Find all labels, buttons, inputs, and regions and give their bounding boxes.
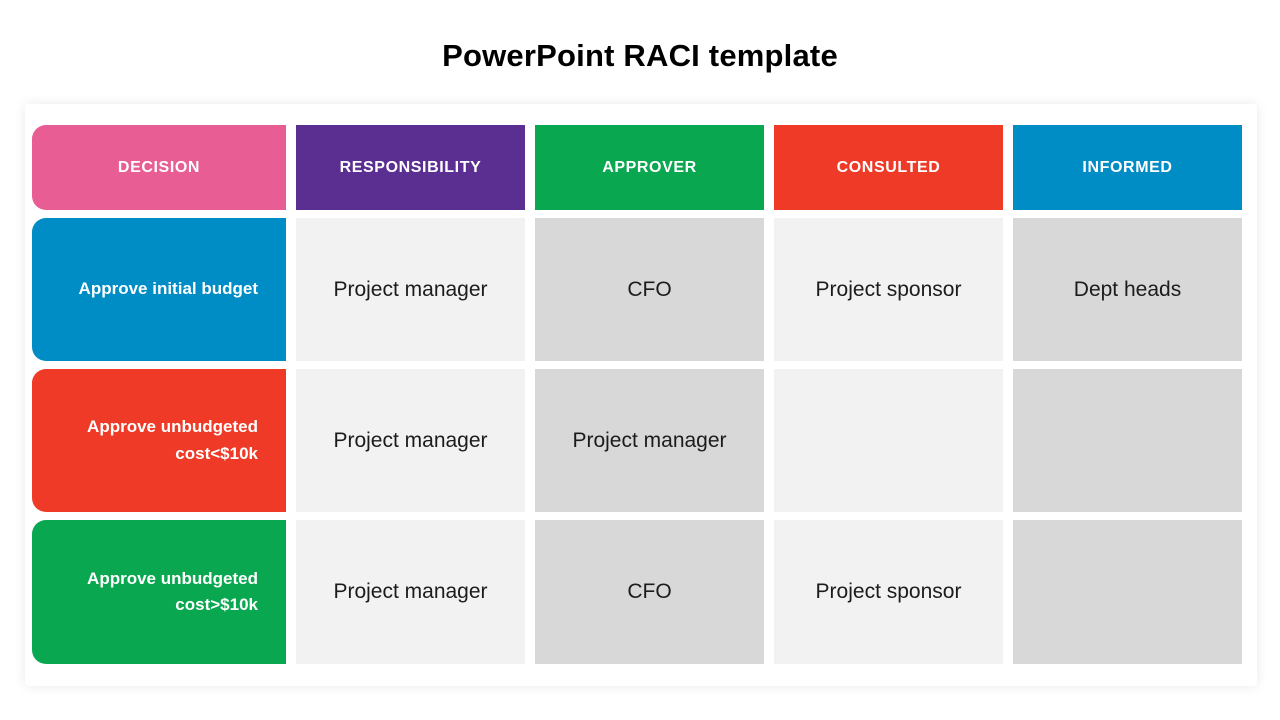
table-cell-row1-approver: CFO [535,218,764,361]
table-cell-row3-informed [1013,520,1242,664]
column-header-responsibility: RESPONSIBILITY [296,125,525,210]
page-title: PowerPoint RACI template [442,38,838,73]
table-cell-row2-consulted [774,369,1003,512]
table-cell-row2-responsibility: Project manager [296,369,525,512]
column-header-informed: INFORMED [1013,125,1242,210]
table-cell-row1-informed: Dept heads [1013,218,1242,361]
table-cell-row3-responsibility: Project manager [296,520,525,664]
table-cell-row3-consulted: Project sponsor [774,520,1003,664]
decision-cell-row2: Approve unbudgeted cost<$10k [32,369,286,512]
table-cell-row3-approver: CFO [535,520,764,664]
table-cell-row1-responsibility: Project manager [296,218,525,361]
column-header-decision: DECISION [32,125,286,210]
table-cell-row2-approver: Project manager [535,369,764,512]
table-cell-row1-consulted: Project sponsor [774,218,1003,361]
decision-cell-row1: Approve initial budget [32,218,286,361]
column-header-consulted: CONSULTED [774,125,1003,210]
decision-cell-row3: Approve unbudgeted cost>$10k [32,520,286,664]
raci-table-card: DECISION RESPONSIBILITY APPROVER CONSULT… [25,104,1257,686]
table-cell-row2-informed [1013,369,1242,512]
column-header-approver: APPROVER [535,125,764,210]
raci-table: DECISION RESPONSIBILITY APPROVER CONSULT… [32,125,1242,664]
